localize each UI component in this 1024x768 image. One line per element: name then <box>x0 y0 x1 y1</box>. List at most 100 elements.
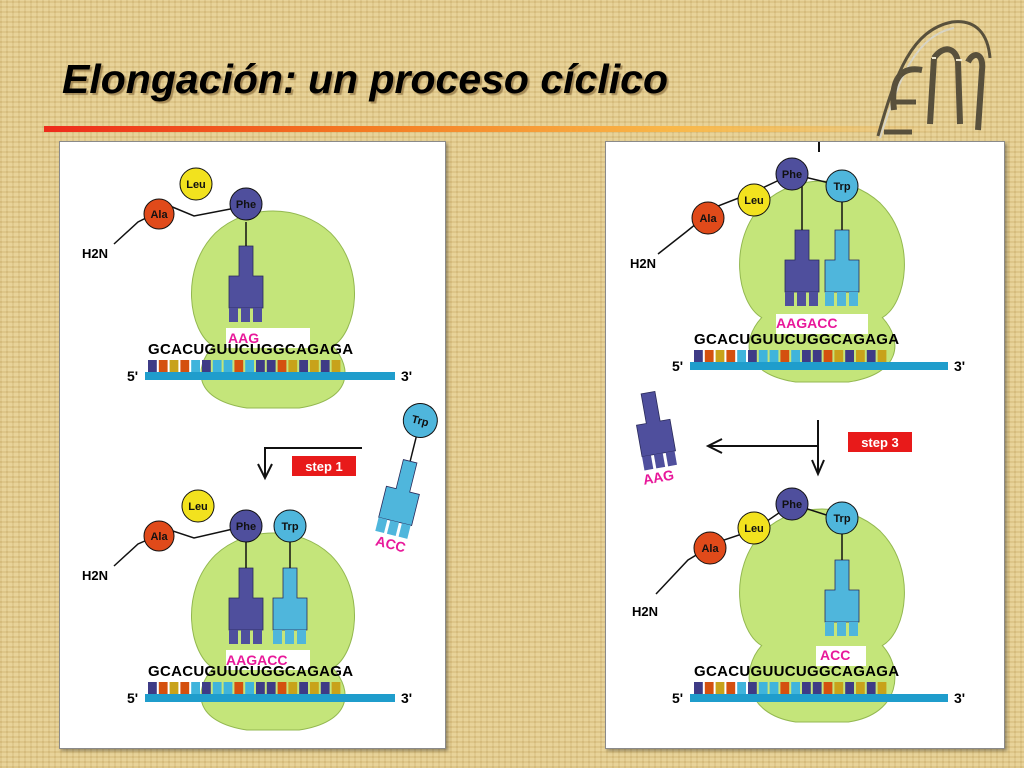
five-prime-label: 5' <box>672 358 683 374</box>
nucleotide <box>834 350 844 362</box>
trna-trp-tooth <box>837 292 846 306</box>
trna-trp-tooth <box>849 292 858 306</box>
nucleotide <box>866 350 876 362</box>
nucleotide <box>823 350 833 362</box>
nucleotide <box>866 682 876 694</box>
nucleotide <box>758 682 768 694</box>
nucleotide <box>748 350 757 362</box>
nucleotide <box>148 682 157 694</box>
trna-phe-released-tooth <box>665 450 677 467</box>
three-prime-label: 3' <box>401 690 412 706</box>
step1-badge <box>292 456 356 476</box>
amino-acid-phe <box>775 487 809 521</box>
amino-acid-trp-incoming-label: Trp <box>410 414 430 430</box>
trna-phe-released-tooth <box>642 455 654 471</box>
nucleotide <box>737 350 746 362</box>
nucleotide <box>694 350 703 362</box>
amino-acid-leu-label: Leu <box>188 501 208 513</box>
amino-acid-ala <box>143 198 175 230</box>
trna-trp-tooth <box>273 630 282 644</box>
anticodon-phe: AAG <box>228 330 259 346</box>
trna-phe-tooth <box>241 630 250 644</box>
nucleotide <box>266 360 276 372</box>
anticodon-pair: AAGACC <box>226 652 287 668</box>
nucleotide <box>834 682 844 694</box>
amino-acid-trp-label: Trp <box>833 513 850 525</box>
nucleotide <box>856 682 865 694</box>
nucleotide <box>812 350 822 362</box>
nucleotide <box>277 360 287 372</box>
amino-acid-ala <box>693 531 727 565</box>
title-underline <box>44 126 944 132</box>
nucleotide <box>331 682 341 694</box>
step3-badge <box>848 432 912 452</box>
n-terminus-label: H2N <box>632 604 658 619</box>
nucleotide <box>202 360 211 372</box>
step3-arrowhead-down <box>811 459 825 477</box>
amino-acid-trp-label: Trp <box>833 181 850 193</box>
amino-acid-phe-label: Phe <box>782 499 802 511</box>
nucleotide <box>245 360 254 372</box>
trna-trp-incoming-tooth <box>386 520 400 536</box>
nucleotide <box>320 682 330 694</box>
nucleotide <box>212 360 222 372</box>
trna-phe-released <box>636 391 676 458</box>
three-prime-label: 3' <box>954 690 965 706</box>
nucleotide <box>212 682 222 694</box>
anticodon-background <box>226 650 310 670</box>
nucleotide <box>791 350 800 362</box>
mrna-strand <box>690 362 948 370</box>
nucleotide <box>158 682 168 694</box>
amino-acid-ala <box>691 201 725 235</box>
mrna-top-right-sequence: GCACUGUUCUGGCAGAGA <box>694 331 899 348</box>
nucleotide <box>310 360 319 372</box>
trna-phe-tooth <box>809 292 818 306</box>
nucleotide <box>791 682 800 694</box>
amino-acid-leu-label: Leu <box>744 523 764 535</box>
trna-phe <box>228 567 264 631</box>
step3-arrowhead <box>705 438 723 454</box>
trna-trp-tooth <box>285 630 294 644</box>
nucleotide <box>748 682 757 694</box>
nucleotide <box>266 682 276 694</box>
logo <box>876 20 992 139</box>
trna-trp-incoming <box>378 459 420 527</box>
trna-trp-incoming-tooth <box>398 523 411 539</box>
released-trna-phe: AAG <box>636 391 677 488</box>
nucleotide <box>694 682 703 694</box>
nucleotide <box>704 350 714 362</box>
trna-phe-tooth <box>785 292 794 306</box>
ribosome <box>191 210 355 409</box>
amino-acid-ala-label: Ala <box>150 209 168 221</box>
nucleotide <box>331 360 341 372</box>
nucleotide <box>234 682 244 694</box>
five-prime-label: 5' <box>672 690 683 706</box>
nucleotide <box>726 350 736 362</box>
amino-acid-trp-label: Trp <box>281 521 298 533</box>
nucleotide <box>877 350 887 362</box>
trna-phe-tooth <box>253 308 262 322</box>
nucleotide <box>180 360 190 372</box>
amino-acid-leu <box>737 183 771 217</box>
five-prime-label: 5' <box>127 368 138 384</box>
nucleotide <box>288 360 298 372</box>
ribosome <box>739 508 905 723</box>
nucleotide <box>310 682 319 694</box>
trna-trp-incoming-tooth <box>375 517 388 534</box>
nucleotide <box>148 360 157 372</box>
anticodon-trp-incoming: ACC <box>374 533 407 556</box>
nucleotide <box>823 682 833 694</box>
nucleotide <box>780 350 790 362</box>
mrna-bottom-sequence: GCACUGUUCUGGCAGAGA <box>148 663 353 680</box>
anticodon-background <box>816 646 866 666</box>
nucleotide <box>704 682 714 694</box>
amino-acid-phe <box>229 509 263 543</box>
amino-acid-trp <box>825 501 859 535</box>
nucleotide <box>191 682 200 694</box>
step3-label: step 3 <box>861 435 899 450</box>
nucleotide <box>737 682 746 694</box>
amino-acid-phe <box>775 157 809 191</box>
